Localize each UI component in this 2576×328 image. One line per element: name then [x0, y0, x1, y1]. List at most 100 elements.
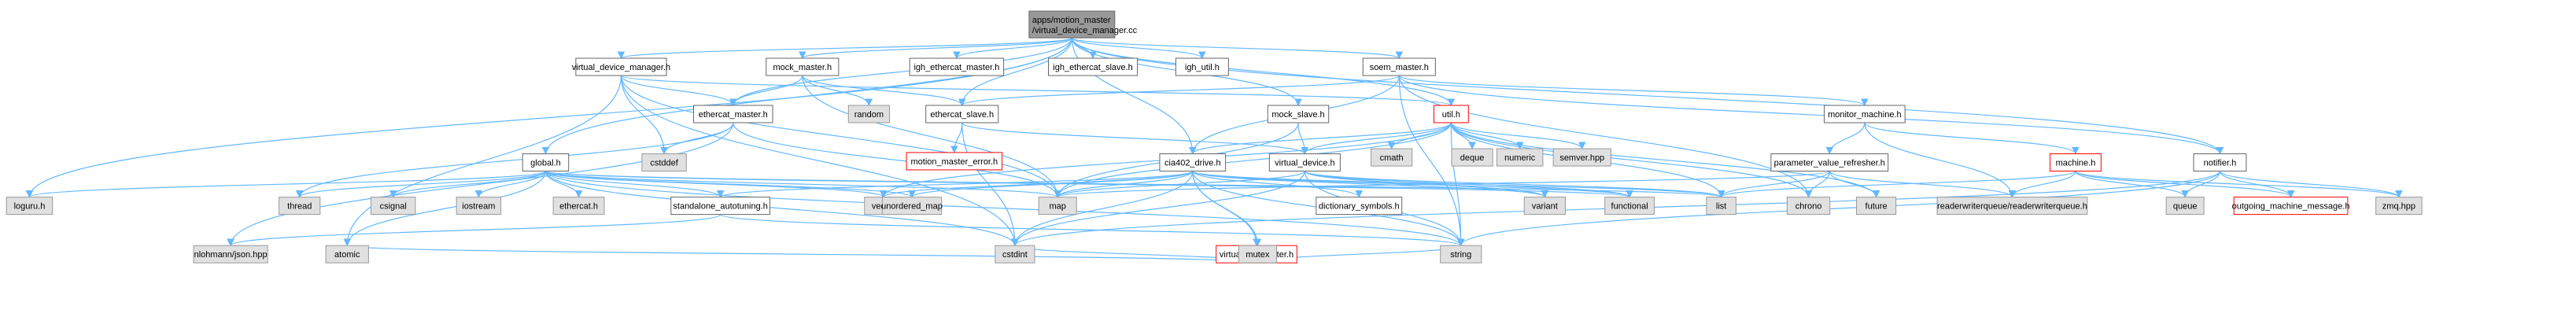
node-igh-ethercat-master-h[interactable]: igh_ethercat_master.h: [909, 57, 1005, 76]
edge-mock_slave_h-to-virtual_device_h: [1297, 122, 1309, 155]
node-label: semver.hpp: [1559, 153, 1604, 163]
node-mock-master-h[interactable]: mock_master.h: [766, 57, 840, 76]
edge-root-to-vdm_h: [618, 37, 1072, 59]
dependency-edges: [25, 37, 2403, 264]
node-label: nlohmann/json.hpp: [194, 250, 268, 260]
node-label: cstdint: [1002, 250, 1028, 260]
node-cia402-drive-h[interactable]: cia402_drive.h: [1159, 153, 1227, 172]
node-csignal: csignal: [371, 197, 416, 216]
edge-vdm_h-to-ethercat_master_h: [620, 75, 737, 106]
node-label: ethercat_slave.h: [930, 110, 994, 120]
edge-soem_master_h-to-chrono: [1398, 76, 1813, 198]
edge-notifier_h-to-zmq_hpp: [2219, 170, 2403, 198]
node-label: soem_master.h: [1370, 63, 1429, 72]
edge-monitor_machine_h-to-machine_h: [1864, 122, 2080, 155]
edge-monitor_machine_h-to-rwqueue_h: [1864, 122, 2017, 198]
edge-global_h-to-map: [544, 170, 1061, 198]
node-label: zmq.hpp: [2382, 202, 2415, 212]
edge-root-to-ethercat_master_h: [729, 37, 1072, 106]
node-soem-master-h[interactable]: soem_master.h: [1362, 57, 1436, 76]
edge-util_h-to-chrono: [1450, 122, 1813, 198]
node-deque: deque: [1451, 148, 1493, 167]
node-label: apps/motion_master: [1032, 16, 1111, 25]
node-queue: queue: [2165, 197, 2205, 216]
edge-cia402_drive_h-to-map: [1054, 171, 1194, 198]
node-zmq-hpp: zmq.hpp: [2375, 197, 2423, 216]
node-label: mock_slave.h: [1271, 110, 1324, 120]
edge-vdm_h-to-cstddef: [620, 76, 668, 155]
node-map: map: [1038, 197, 1077, 216]
node-ethercat-master-h[interactable]: ethercat_master.h: [693, 105, 773, 123]
node-label: motion_master_error.h: [911, 157, 998, 167]
node-dictionary-symbols-h[interactable]: dictionary_symbols.h: [1316, 197, 1403, 216]
node-label: numeric: [1504, 153, 1536, 163]
edge-root-to-mock_master_h: [799, 37, 1072, 59]
edge-ethercat_slave_h-to-motion_master_error_h: [950, 122, 963, 153]
node-label: cia402_drive.h: [1164, 159, 1221, 168]
node-vdm-h[interactable]: virtual_device_manager.h: [572, 57, 670, 76]
edge-parameter_value_refresher_h-to-rwqueue_h: [1829, 170, 2017, 198]
node-cmath: cmath: [1371, 148, 1413, 167]
node-motion-master-error-h[interactable]: motion_master_error.h: [906, 152, 1003, 171]
node-util-h[interactable]: util.h: [1433, 105, 1469, 123]
edge-cia402_drive_h-to-dictionary_symbols_h: [1192, 170, 1363, 198]
node-igh-ethercat-slave-h[interactable]: igh_ethercat_slave.h: [1048, 57, 1139, 76]
node-label: standalone_autotuning.h: [673, 202, 768, 212]
node-label: cstddef: [650, 159, 678, 168]
edge-cia402_drive_h-to-standalone_autotuning_h: [717, 170, 1194, 198]
edge-cia402_drive_h-to-unordered_map: [908, 170, 1194, 198]
node-label: deque: [1460, 153, 1485, 163]
node-label: mock_master.h: [773, 63, 832, 72]
node-thread: thread: [279, 197, 321, 216]
node-label: variant: [1532, 202, 1558, 212]
edge-notifier_h-to-outgoing_machine_message_h: [2219, 171, 2295, 198]
edge-mock_master_h-to-map: [802, 76, 1061, 198]
node-global-h[interactable]: global.h: [522, 153, 570, 172]
node-root[interactable]: apps/motion_master/virtual_device_manage…: [1028, 10, 1138, 39]
node-label: igh_ethercat_master.h: [913, 63, 999, 72]
edge-global_h-to-functional: [544, 170, 1633, 198]
node-parameter-value-refresher-h[interactable]: parameter_value_refresher.h: [1770, 153, 1889, 172]
node-chrono: chrono: [1786, 197, 1831, 216]
edge-root-to-global_h: [541, 38, 1072, 155]
node-label: igh_util.h: [1185, 63, 1220, 72]
node-label: iostream: [462, 202, 495, 212]
node-label: ethercat_master.h: [699, 110, 768, 120]
edge-machine_h-to-zmq_hpp: [2075, 170, 2403, 198]
node-virtual-device-h[interactable]: virtual_device.h: [1268, 153, 1341, 172]
node-label: /virtual_device_manager.cc: [1032, 26, 1138, 35]
edge-global_h-to-thread: [296, 170, 547, 198]
node-label: unordered_map: [881, 202, 943, 212]
node-label: parameter_value_refresher.h: [1774, 159, 1885, 168]
node-mutex: mutex: [1238, 245, 1277, 264]
edge-global_h-to-iostream: [474, 171, 547, 198]
node-igh-util-h[interactable]: igh_util.h: [1175, 57, 1229, 76]
node-rwqueue-h: readerwriterqueue/readerwriterqueue.h: [1936, 197, 2088, 216]
node-label: random: [854, 110, 884, 120]
node-outgoing-machine-message-h[interactable]: outgoing_machine_message.h: [2232, 197, 2350, 216]
edge-machine_h-to-rwqueue_h: [2008, 171, 2076, 198]
node-label: map: [1049, 202, 1065, 212]
edge-root-to-igh_util_h: [1071, 37, 1206, 59]
node-label: readerwriterqueue/readerwriterqueue.h: [1937, 202, 2087, 212]
edge-soem_master_h-to-monitor_machine_h: [1398, 75, 1869, 106]
node-ethercat-slave-h[interactable]: ethercat_slave.h: [925, 105, 999, 123]
node-monitor-machine-h[interactable]: monitor_machine.h: [1824, 105, 1906, 123]
node-standalone-autotuning-h[interactable]: standalone_autotuning.h: [670, 197, 770, 216]
edge-cia402_drive_h-to-variant: [1192, 170, 1548, 198]
edge-util_h-to-future: [1450, 122, 1880, 198]
edge-machine_h-to-list: [1718, 170, 2076, 198]
node-machine-h[interactable]: machine.h: [2050, 153, 2102, 172]
node-label: loguru.h: [14, 202, 46, 212]
edge-ethercat_slave_h-to-cstdint: [961, 122, 1019, 247]
edge-vdm_h-to-cstdint: [620, 76, 1019, 247]
edge-util_h-to-virtual_device_h: [1301, 122, 1452, 155]
node-mock-slave-h[interactable]: mock_slave.h: [1267, 105, 1330, 123]
edge-notifier_h-to-queue: [2181, 171, 2221, 198]
node-label: virtual_device_manager.h: [572, 63, 670, 72]
edge-standalone_autotuning_h-to-string: [720, 214, 1465, 247]
node-notifier-h[interactable]: notifier.h: [2193, 153, 2247, 172]
edge-parameter_value_refresher_h-to-future: [1829, 171, 1880, 198]
edge-root-to-soem_master_h: [1071, 37, 1403, 59]
